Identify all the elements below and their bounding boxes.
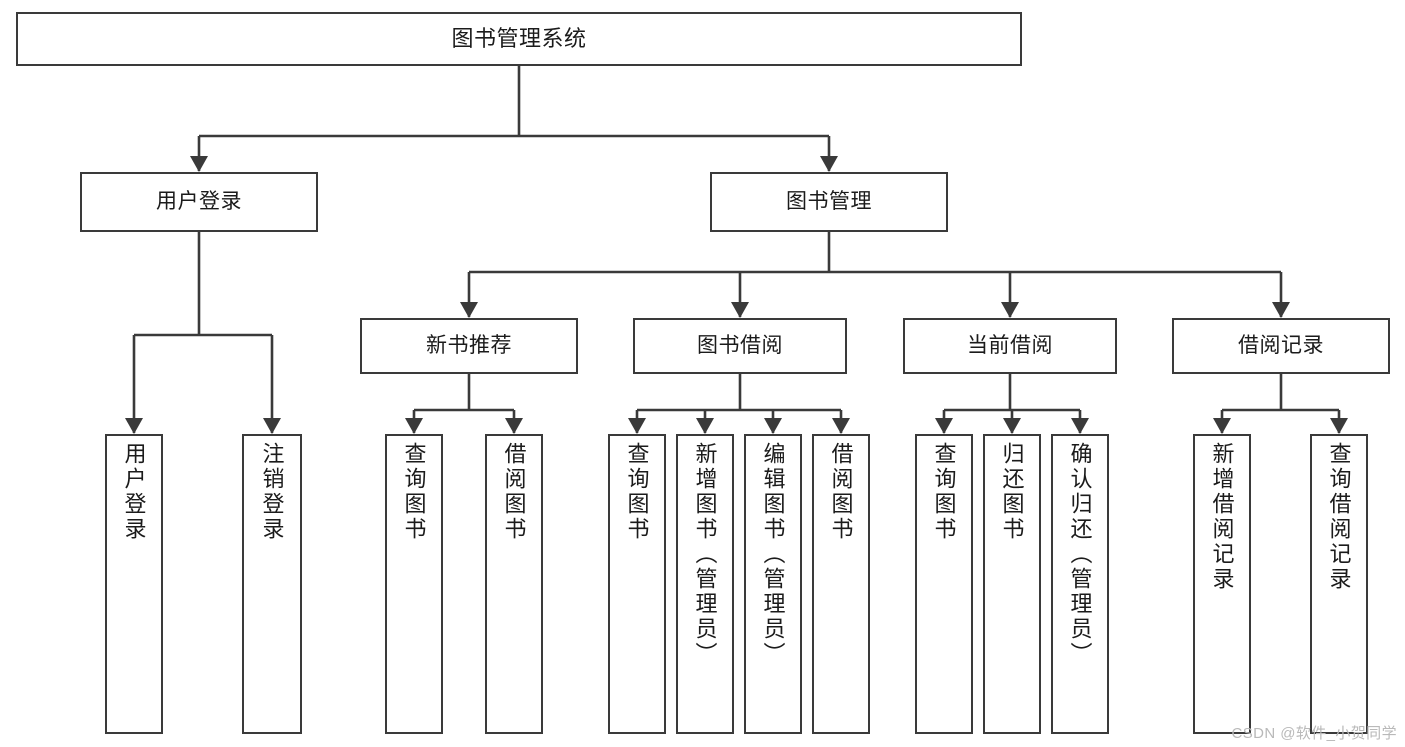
arrowhead-icon	[1330, 418, 1348, 434]
arrowhead-icon	[460, 302, 478, 318]
node-borrow-record[interactable]: 借阅记录	[1172, 318, 1390, 374]
leaf-return-book[interactable]: 归还图书	[983, 434, 1041, 734]
leaf-query-book-1-label: 查询图书	[401, 442, 427, 542]
arrowhead-icon	[1003, 418, 1021, 434]
leaf-edit-book-label: 编辑图书（管理员）	[760, 442, 786, 667]
node-borrow-record-label: 借阅记录	[1238, 334, 1324, 358]
node-book-manage-label: 图书管理	[786, 190, 872, 214]
leaf-confirm-return[interactable]: 确认归还（管理员）	[1051, 434, 1109, 734]
leaf-borrow-book-1-label: 借阅图书	[501, 442, 527, 542]
node-current-borrow-label: 当前借阅	[967, 334, 1053, 358]
leaf-query-book-3-label: 查询图书	[931, 442, 957, 542]
node-user-login-label: 用户登录	[156, 190, 242, 214]
arrowhead-icon	[1001, 302, 1019, 318]
arrowhead-icon	[125, 418, 143, 434]
node-book-manage[interactable]: 图书管理	[710, 172, 948, 232]
leaf-logout-label: 注销登录	[259, 442, 285, 542]
node-new-book-recommend-label: 新书推荐	[426, 334, 512, 358]
arrowhead-icon	[731, 302, 749, 318]
leaf-add-book-label: 新增图书（管理员）	[692, 442, 718, 667]
leaf-borrow-book-2-label: 借阅图书	[828, 442, 854, 542]
arrowhead-icon	[190, 156, 208, 172]
leaf-logout[interactable]: 注销登录	[242, 434, 302, 734]
node-root-label: 图书管理系统	[451, 25, 587, 51]
arrowhead-icon	[263, 418, 281, 434]
leaf-user-login[interactable]: 用户登录	[105, 434, 163, 734]
leaf-confirm-return-label: 确认归还（管理员）	[1067, 442, 1093, 667]
node-book-borrow[interactable]: 图书借阅	[633, 318, 847, 374]
leaf-query-book-2[interactable]: 查询图书	[608, 434, 666, 734]
arrowhead-icon	[935, 418, 953, 434]
arrowhead-icon	[1071, 418, 1089, 434]
leaf-return-book-label: 归还图书	[999, 442, 1025, 542]
leaf-query-book-2-label: 查询图书	[624, 442, 650, 542]
watermark: CSDN @软件_小贺同学	[1231, 725, 1397, 742]
leaf-user-login-label: 用户登录	[121, 442, 147, 542]
leaf-query-borrow-record[interactable]: 查询借阅记录	[1310, 434, 1368, 734]
node-current-borrow[interactable]: 当前借阅	[903, 318, 1117, 374]
leaf-add-borrow-record-label: 新增借阅记录	[1209, 442, 1235, 592]
arrowhead-icon	[405, 418, 423, 434]
node-user-login[interactable]: 用户登录	[80, 172, 318, 232]
node-root[interactable]: 图书管理系统	[16, 12, 1022, 66]
leaf-add-book[interactable]: 新增图书（管理员）	[676, 434, 734, 734]
arrowhead-icon	[820, 156, 838, 172]
arrowhead-icon	[832, 418, 850, 434]
arrowhead-icon	[628, 418, 646, 434]
leaf-add-borrow-record[interactable]: 新增借阅记录	[1193, 434, 1251, 734]
arrowhead-icon	[696, 418, 714, 434]
leaf-query-borrow-record-label: 查询借阅记录	[1326, 442, 1352, 592]
node-new-book-recommend[interactable]: 新书推荐	[360, 318, 578, 374]
leaf-borrow-book-2[interactable]: 借阅图书	[812, 434, 870, 734]
arrowhead-icon	[1213, 418, 1231, 434]
leaf-edit-book[interactable]: 编辑图书（管理员）	[744, 434, 802, 734]
arrowhead-icon	[764, 418, 782, 434]
node-book-borrow-label: 图书借阅	[697, 334, 783, 358]
leaf-query-book-1[interactable]: 查询图书	[385, 434, 443, 734]
leaf-query-book-3[interactable]: 查询图书	[915, 434, 973, 734]
leaf-borrow-book-1[interactable]: 借阅图书	[485, 434, 543, 734]
arrowhead-icon	[505, 418, 523, 434]
arrowhead-icon	[1272, 302, 1290, 318]
